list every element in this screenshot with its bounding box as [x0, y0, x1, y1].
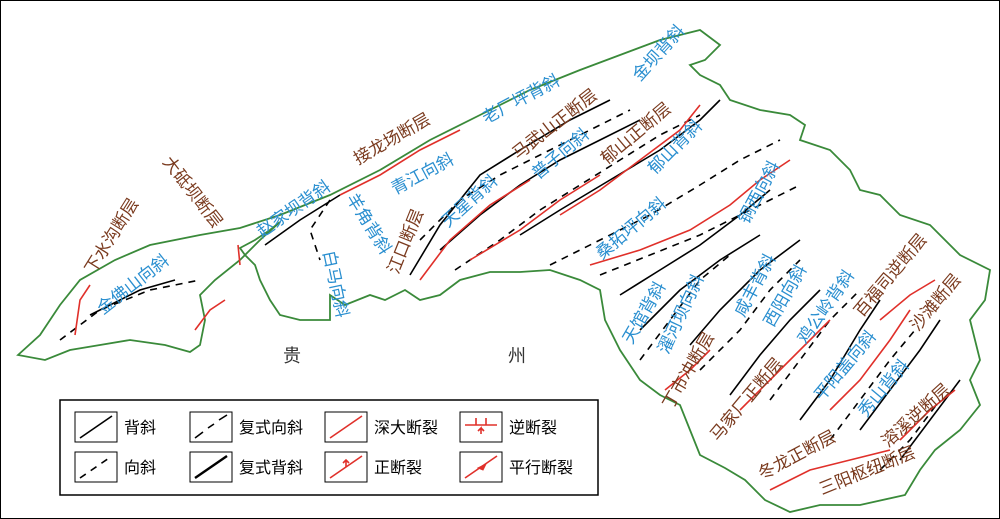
legend-swatch-deep-fault [324, 411, 368, 443]
structure-label: 下水沟断层 [81, 195, 143, 278]
legend-swatch-composite-anticline [189, 451, 233, 483]
anticline-symbol [79, 415, 113, 439]
syncline-symbol [79, 455, 113, 479]
legend-swatch-parallel-fault [459, 451, 503, 483]
fault-lines [74, 104, 956, 491]
region-boundary [16, 29, 991, 513]
composite-syncline-symbol [194, 414, 228, 439]
syncline-lines [59, 109, 941, 471]
normal-fault-arrow [342, 458, 350, 467]
structure-label: 白马向斜 [318, 249, 352, 320]
structure-label: 青江向斜 [388, 150, 457, 200]
structure-label: 接龙场断层 [351, 110, 435, 170]
structure-label: 金坝背斜 [629, 21, 689, 85]
deep-fault-symbol [329, 415, 363, 439]
legend-swatch-normal-fault [324, 451, 368, 483]
region-label-zhou: 州 [508, 346, 526, 367]
legend-label: 深大断裂 [374, 418, 438, 437]
parallel-fault-arrow [476, 462, 488, 471]
structure-label: 赵家坝背斜 [253, 177, 334, 242]
legend-swatch-composite-syncline [189, 411, 233, 443]
legend-swatch-syncline [74, 451, 118, 483]
legend-label: 复式背斜 [239, 458, 303, 477]
legend-swatch-anticline [74, 411, 118, 443]
structure-label: 大砥坝断层 [158, 153, 226, 232]
legend-label: 平行断裂 [509, 458, 573, 477]
reverse-fault-arrow [477, 426, 485, 434]
structure-label: 铜西向斜 [735, 158, 785, 227]
structure-label: 羊角背斜 [342, 190, 395, 258]
legend-label: 向斜 [124, 458, 156, 477]
legend: 背斜 复式向斜 深大断裂 逆断裂 向斜 复式背斜 正断裂 平行断裂 [59, 399, 599, 496]
composite-anticline-symbol [194, 455, 228, 479]
legend-label: 复式向斜 [239, 418, 303, 437]
region-label-gui: 贵 [283, 346, 301, 367]
legend-frame [59, 399, 599, 496]
structure-label: 马家厂正断层 [707, 354, 788, 445]
legend-label: 背斜 [124, 418, 156, 437]
structure-label: 三阳枢纽断层 [816, 443, 918, 500]
legend-swatch-reverse-fault [459, 411, 503, 443]
legend-label: 正断裂 [374, 458, 422, 477]
legend-label: 逆断裂 [509, 418, 557, 437]
reverse-fault-ticks [475, 418, 487, 425]
